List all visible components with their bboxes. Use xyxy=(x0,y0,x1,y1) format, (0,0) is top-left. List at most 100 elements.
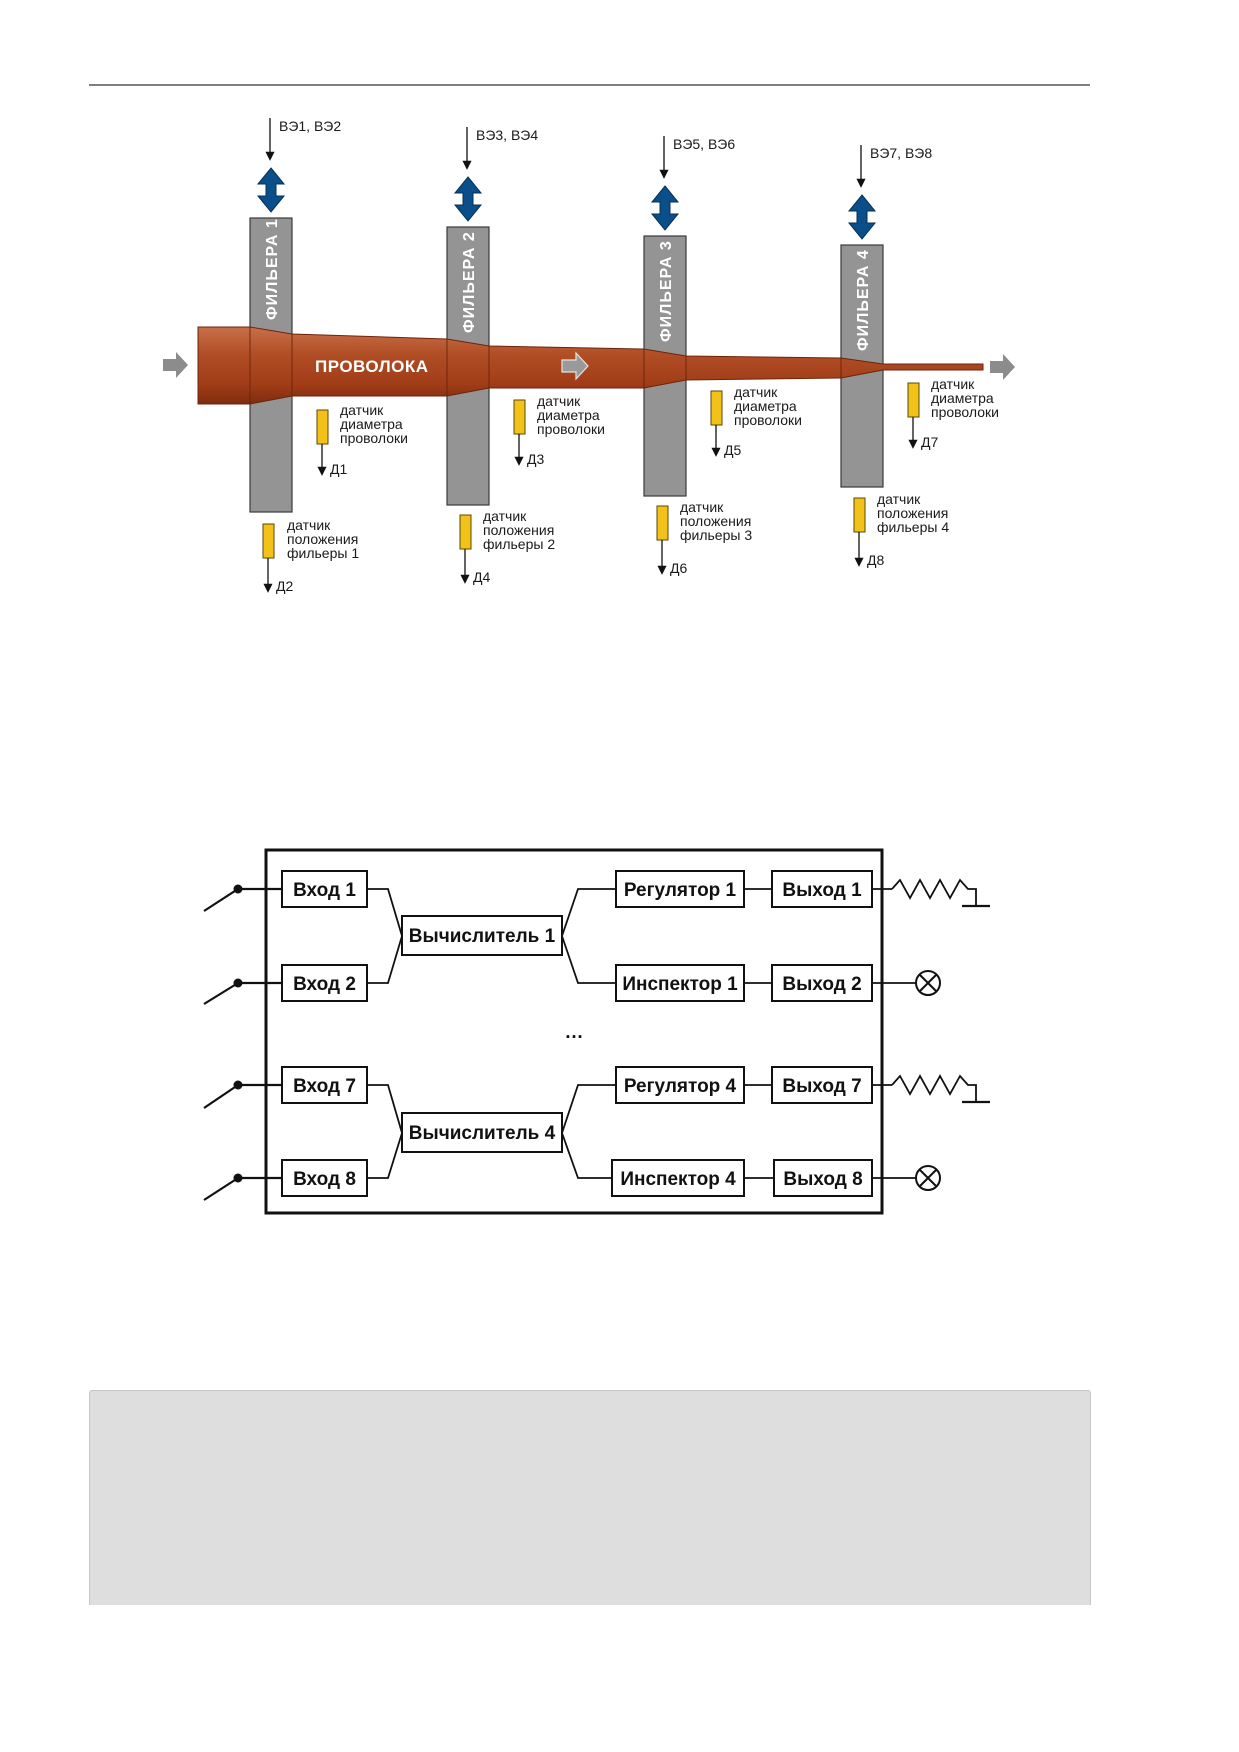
svg-text:датчик: датчик xyxy=(734,384,778,400)
calculator-block-4 xyxy=(401,1112,563,1153)
double-arrow-icon xyxy=(650,185,680,231)
position-sensor-4: датчик положения фильеры 4 Д8 xyxy=(853,491,949,568)
sensor-output-label: Д5 xyxy=(724,442,741,458)
input-block-7 xyxy=(281,1066,368,1104)
svg-text:диаметра: диаметра xyxy=(734,398,797,414)
sensor-output-label: Д1 xyxy=(330,461,347,477)
svg-text:положения: положения xyxy=(877,505,948,521)
svg-text:фильеры 3: фильеры 3 xyxy=(680,527,752,543)
input-block-1 xyxy=(281,870,368,908)
diameter-sensor-3: датчик диаметра проволоки Д5 xyxy=(710,384,802,458)
die-label-1: ФИЛЬЕРА 1 xyxy=(264,218,281,320)
input-block-8 xyxy=(281,1159,368,1197)
sensor-output-label: Д6 xyxy=(670,560,687,576)
svg-text:диаметра: диаметра xyxy=(340,416,403,432)
inspector-label-4: Инспектор 4 xyxy=(620,1169,736,1190)
wire-label: ПРОВОЛОКА xyxy=(315,357,429,376)
switch-contact-icon xyxy=(233,1080,243,1090)
svg-text:проволоки: проволоки xyxy=(340,430,408,446)
regulator-block-1 xyxy=(615,870,745,908)
switch-contact-icon xyxy=(233,978,243,988)
svg-text:диаметра: диаметра xyxy=(931,390,994,406)
output-block-7 xyxy=(771,1066,873,1104)
die-label-4: ФИЛЬЕРА 4 xyxy=(855,249,872,351)
svg-text:проволоки: проволоки xyxy=(537,421,605,437)
svg-text:положения: положения xyxy=(483,522,554,538)
lamp-load-icon xyxy=(915,970,941,996)
position-sensor-1: датчик положения фильеры 1 Д2 xyxy=(262,517,359,594)
double-arrow-icon xyxy=(847,194,877,240)
diameter-sensor-2: датчик диаметра проволоки Д3 xyxy=(513,393,605,467)
flow-arrow-mid-icon xyxy=(561,351,589,381)
controller-frame xyxy=(264,848,884,1215)
output-block-8 xyxy=(773,1159,873,1197)
calculator-label-1: Вычислитель 1 xyxy=(409,926,556,947)
sensor-output-label: Д7 xyxy=(921,434,938,450)
die-label-2: ФИЛЬЕРА 2 xyxy=(461,231,478,333)
heater-load-icon xyxy=(891,1074,990,1104)
double-arrow-icon xyxy=(256,167,286,213)
heater-load-icon xyxy=(891,878,990,908)
regulator-block-4 xyxy=(615,1066,745,1104)
actuator-group-2: ВЭ3, ВЭ4 xyxy=(453,127,538,222)
flow-arrow-out-icon xyxy=(990,354,1015,380)
double-arrow-icon xyxy=(453,176,483,222)
actuator-label-4: ВЭ7, ВЭ8 xyxy=(870,145,932,161)
block-diagram: Вход 1 Вход 2 Вход 7 Вход 8 Вычислитель … xyxy=(203,848,990,1215)
actuator-group-3: ВЭ5, ВЭ6 xyxy=(650,136,735,231)
svg-text:датчик: датчик xyxy=(931,376,975,392)
ellipsis-text: … xyxy=(565,1022,584,1043)
output-label-2: Выход 2 xyxy=(782,974,861,995)
flow-arrow-in-icon xyxy=(163,352,188,378)
output-label-8: Выход 8 xyxy=(783,1169,862,1190)
svg-text:проволоки: проволоки xyxy=(734,412,802,428)
svg-text:проволоки: проволоки xyxy=(931,404,999,420)
actuator-group-1: ВЭ1, ВЭ2 xyxy=(256,118,341,213)
die-label-3: ФИЛЬЕРА 3 xyxy=(658,240,675,342)
input-label-1: Вход 1 xyxy=(293,880,356,901)
inspector-block-4 xyxy=(611,1159,745,1197)
sensor-output-label: Д3 xyxy=(527,451,544,467)
sensor-output-label: Д4 xyxy=(473,569,490,585)
actuator-label-1: ВЭ1, ВЭ2 xyxy=(279,118,341,134)
input-block-2 xyxy=(281,964,368,1002)
calculator-label-4: Вычислитель 4 xyxy=(409,1123,556,1144)
position-sensor-2: датчик положения фильеры 2 Д4 xyxy=(459,508,555,585)
output-block-1 xyxy=(771,870,873,908)
diameter-sensor-4: датчик диаметра проволоки Д7 xyxy=(907,376,999,450)
svg-text:фильеры 1: фильеры 1 xyxy=(287,545,359,561)
switch-contact-icon xyxy=(233,884,243,894)
inspector-label-1: Инспектор 1 xyxy=(622,974,738,995)
switch-contact-icon xyxy=(233,1173,243,1183)
input-label-2: Вход 2 xyxy=(293,974,356,995)
svg-text:датчик: датчик xyxy=(680,499,724,515)
regulator-label-1: Регулятор 1 xyxy=(624,880,737,901)
svg-text:датчик: датчик xyxy=(287,517,331,533)
svg-text:фильеры 4: фильеры 4 xyxy=(877,519,949,535)
actuator-label-3: ВЭ5, ВЭ6 xyxy=(673,136,735,152)
regulator-label-4: Регулятор 4 xyxy=(624,1076,737,1097)
svg-text:датчик: датчик xyxy=(483,508,527,524)
input-label-7: Вход 7 xyxy=(293,1076,356,1097)
note-box xyxy=(89,1390,1091,1605)
lamp-load-icon xyxy=(915,1165,941,1191)
svg-text:датчик: датчик xyxy=(340,402,384,418)
calculator-block-1 xyxy=(401,915,563,956)
diameter-sensor-1: датчик диаметра проволоки Д1 xyxy=(316,402,408,477)
sensor-output-label: Д8 xyxy=(867,552,884,568)
wire-shape xyxy=(197,326,984,405)
sensor-output-label: Д2 xyxy=(276,578,293,594)
svg-text:диаметра: диаметра xyxy=(537,407,600,423)
svg-text:датчик: датчик xyxy=(537,393,581,409)
svg-text:датчик: датчик xyxy=(877,491,921,507)
svg-text:фильеры 2: фильеры 2 xyxy=(483,536,555,552)
svg-text:положения: положения xyxy=(680,513,751,529)
output-label-1: Выход 1 xyxy=(782,880,862,901)
output-block-2 xyxy=(771,964,873,1002)
input-label-8: Вход 8 xyxy=(293,1169,356,1190)
output-label-7: Выход 7 xyxy=(782,1076,861,1097)
actuator-label-2: ВЭ3, ВЭ4 xyxy=(476,127,538,143)
actuator-group-4: ВЭ7, ВЭ8 xyxy=(847,145,932,240)
